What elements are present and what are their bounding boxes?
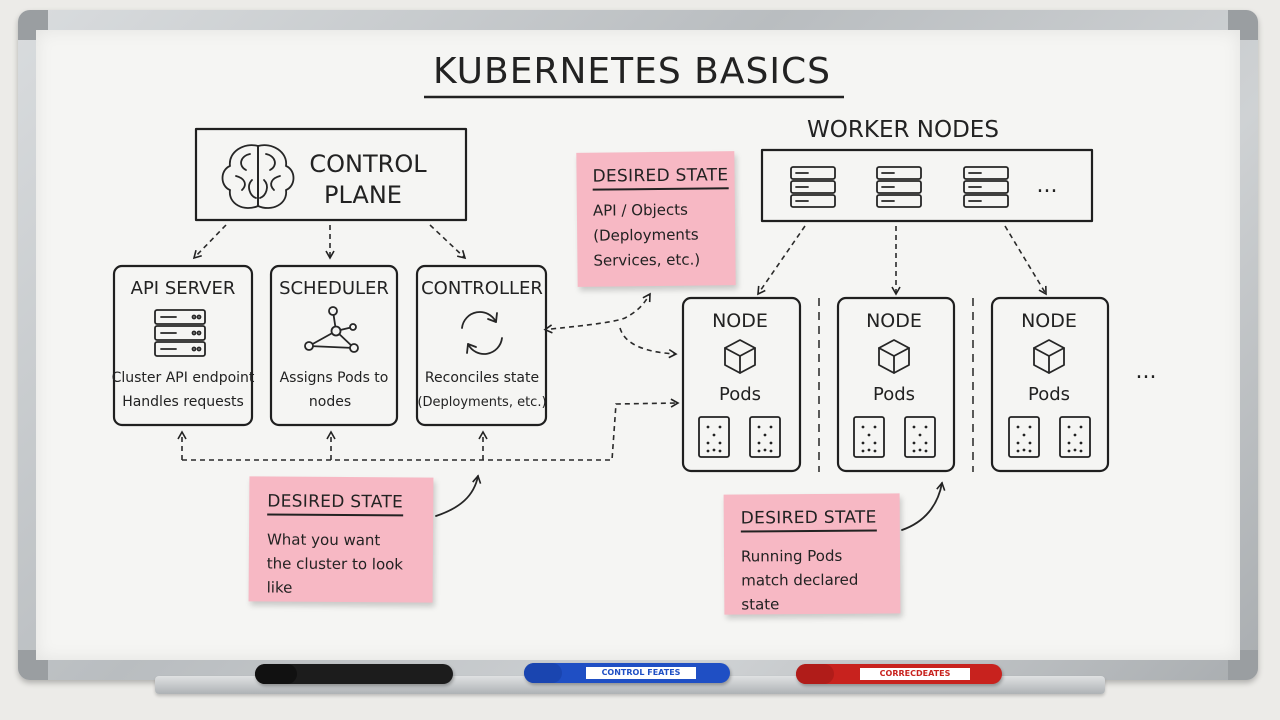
marker-label: CORRECDEATES bbox=[860, 668, 970, 680]
component-title: SCHEDULER bbox=[279, 278, 389, 299]
pod-icons bbox=[698, 416, 1091, 458]
scheduler-box bbox=[269, 264, 399, 427]
server-icon bbox=[963, 166, 1009, 208]
arrow-to-node bbox=[1004, 225, 1047, 296]
sticky-note-desired-state: DESIRED STATE API / Objects (Deployments… bbox=[576, 151, 736, 287]
component-title: CONTROLLER bbox=[421, 278, 543, 299]
component-description: Handles requests bbox=[122, 394, 244, 410]
control-plane-label: PLANE bbox=[324, 181, 402, 209]
marker-cap bbox=[524, 663, 562, 683]
pods-label: Pods bbox=[1028, 384, 1070, 405]
arrow-to-controller bbox=[429, 224, 467, 260]
arrow-to-api-server bbox=[192, 224, 227, 260]
pod-icon bbox=[749, 416, 781, 458]
worker-nodes-label: WORKER NODES bbox=[807, 117, 999, 143]
api-server-box bbox=[112, 264, 254, 427]
note-pointer-arrow bbox=[435, 474, 482, 517]
node-title: NODE bbox=[712, 310, 768, 332]
worker-nodes-box bbox=[760, 148, 1094, 223]
controller-node-arrow bbox=[619, 327, 678, 359]
cube-icon bbox=[878, 339, 910, 374]
note-line: Services, etc.) bbox=[593, 250, 701, 270]
component-description: Reconciles state bbox=[425, 370, 539, 386]
pod-icon bbox=[1008, 416, 1040, 458]
component-description: Assigns Pods to bbox=[280, 370, 389, 386]
pods-label: Pods bbox=[873, 384, 915, 405]
pod-icon bbox=[853, 416, 885, 458]
pod-icon bbox=[904, 416, 936, 458]
marker-label: CONTROL FEATES bbox=[586, 667, 696, 679]
sticky-note-desired-state: DESIRED STATE What you want the cluster … bbox=[248, 476, 434, 603]
page-title: KUBERNETES BASICS bbox=[433, 51, 831, 92]
marker-cap bbox=[796, 664, 834, 684]
feedback-loop-arrow bbox=[182, 398, 680, 461]
note-line: Running Pods bbox=[740, 546, 843, 566]
control-plane-label: CONTROL bbox=[309, 150, 427, 178]
note-title: DESIRED STATE bbox=[267, 491, 404, 517]
blue-marker[interactable]: CONTROL FEATES bbox=[524, 663, 730, 683]
server-icon bbox=[876, 166, 922, 208]
note-line: API / Objects bbox=[592, 200, 688, 220]
node-title: NODE bbox=[866, 310, 922, 332]
note-line: the cluster to look like bbox=[266, 554, 404, 597]
control-plane-box bbox=[194, 127, 468, 222]
red-marker[interactable]: CORRECDEATES bbox=[796, 664, 1002, 684]
black-marker[interactable] bbox=[255, 664, 453, 684]
component-description: nodes bbox=[309, 394, 351, 410]
node-title: NODE bbox=[1021, 310, 1077, 332]
server-icon bbox=[790, 166, 836, 208]
brain-icon bbox=[221, 144, 295, 209]
worker-nodes-ellipsis: ... bbox=[1037, 173, 1058, 198]
refresh-cycle-icon bbox=[461, 311, 503, 355]
note-title: DESIRED STATE bbox=[740, 507, 877, 533]
cube-icon bbox=[1033, 339, 1065, 374]
sticky-note-desired-state: DESIRED STATE Running Pods match declare… bbox=[723, 493, 901, 615]
note-title: DESIRED STATE bbox=[592, 165, 729, 191]
controller-note-arrow bbox=[543, 292, 651, 334]
note-pointer-arrow bbox=[901, 481, 946, 531]
pod-icon bbox=[698, 416, 730, 458]
component-description: Cluster API endpoint bbox=[112, 370, 255, 386]
arrow-to-node bbox=[757, 225, 806, 296]
marker-cap bbox=[255, 664, 297, 684]
component-description: (Deployments, etc.) bbox=[417, 395, 546, 410]
component-title: API SERVER bbox=[131, 278, 236, 299]
cube-icon bbox=[724, 339, 756, 374]
node-box bbox=[836, 296, 956, 473]
controller-box bbox=[415, 264, 548, 427]
note-line: match declared state bbox=[741, 570, 859, 614]
pod-icon bbox=[1059, 416, 1091, 458]
note-line: What you want bbox=[266, 530, 381, 550]
node-box bbox=[681, 296, 802, 473]
node-box bbox=[990, 296, 1110, 473]
network-graph-icon bbox=[304, 306, 359, 353]
nodes-ellipsis: ... bbox=[1136, 359, 1157, 384]
pods-label: Pods bbox=[719, 384, 761, 405]
server-rack-icon bbox=[154, 309, 206, 357]
note-line: (Deployments bbox=[593, 225, 699, 245]
